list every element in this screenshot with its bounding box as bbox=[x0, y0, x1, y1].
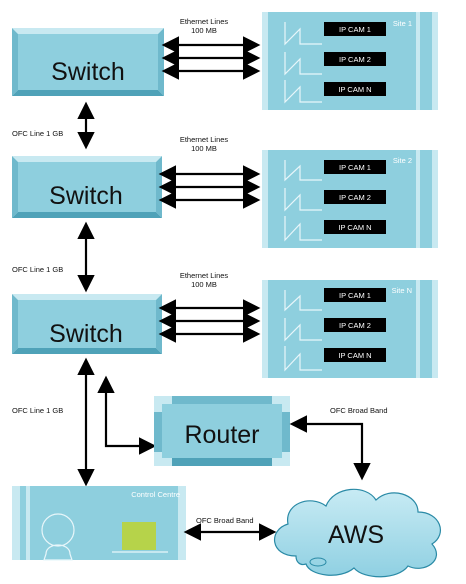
ethernet-speed-3: 100 MB bbox=[191, 280, 217, 289]
monitor-icon bbox=[122, 522, 156, 550]
ethernet-arrows-2 bbox=[158, 165, 261, 209]
ethernet-label-1: Ethernet Lines bbox=[180, 17, 229, 26]
site-1-cam-1: IP CAM 1 bbox=[339, 25, 371, 34]
switch-router-link bbox=[97, 375, 157, 455]
switch-3: Switch bbox=[12, 294, 162, 354]
ethernet-arrows-1 bbox=[161, 36, 261, 80]
ethernet-label-3: Ethernet Lines bbox=[180, 271, 229, 280]
switch-2-label: Switch bbox=[49, 182, 123, 210]
control-centre: Control Centre bbox=[12, 486, 186, 561]
ofc-label-1: OFC Line 1 GB bbox=[12, 129, 63, 138]
site-1: IP CAM 1 IP CAM 2 IP CAM N Site 1 bbox=[262, 12, 438, 110]
router-aws-link bbox=[289, 415, 371, 481]
site-2: IP CAM 1 IP CAM 2 IP CAM N Site 2 bbox=[262, 150, 438, 248]
site-n: IP CAM 1 IP CAM 2 IP CAM N Site N bbox=[262, 280, 438, 378]
broadband-label-1: OFC Broad Band bbox=[330, 406, 388, 415]
switch-1: Switch bbox=[12, 28, 164, 96]
router-label: Router bbox=[184, 421, 259, 449]
site-n-cam-1: IP CAM 1 bbox=[339, 291, 371, 300]
site-2-cam-1: IP CAM 1 bbox=[339, 163, 371, 172]
switch-1-label: Switch bbox=[51, 58, 125, 86]
ofc-label-2: OFC Line 1 GB bbox=[12, 265, 63, 274]
aws-cloud: AWS bbox=[273, 488, 441, 578]
ofc-label-3: OFC Line 1 GB bbox=[12, 406, 63, 415]
ethernet-speed-1: 100 MB bbox=[191, 26, 217, 35]
switch-3-label: Switch bbox=[49, 320, 123, 348]
site-2-cam-2: IP CAM 2 bbox=[339, 193, 371, 202]
ethernet-speed-2: 100 MB bbox=[191, 144, 217, 153]
site-1-cam-n: IP CAM N bbox=[338, 85, 371, 94]
aws-label: AWS bbox=[328, 521, 384, 549]
site-1-name: Site 1 bbox=[393, 19, 412, 28]
broadband-label-2: OFC Broad Band bbox=[196, 516, 254, 525]
site-n-cam-2: IP CAM 2 bbox=[339, 321, 371, 330]
site-n-cam-n: IP CAM N bbox=[338, 351, 371, 360]
control-centre-label: Control Centre bbox=[131, 490, 180, 499]
ethernet-arrows-3 bbox=[158, 299, 261, 343]
router: Router bbox=[154, 396, 290, 466]
switch-2: Switch bbox=[12, 156, 162, 218]
site-1-cam-2: IP CAM 2 bbox=[339, 55, 371, 64]
site-2-cam-n: IP CAM N bbox=[338, 223, 371, 232]
ethernet-label-2: Ethernet Lines bbox=[180, 135, 229, 144]
site-n-name: Site N bbox=[392, 286, 412, 295]
site-2-name: Site 2 bbox=[393, 156, 412, 165]
